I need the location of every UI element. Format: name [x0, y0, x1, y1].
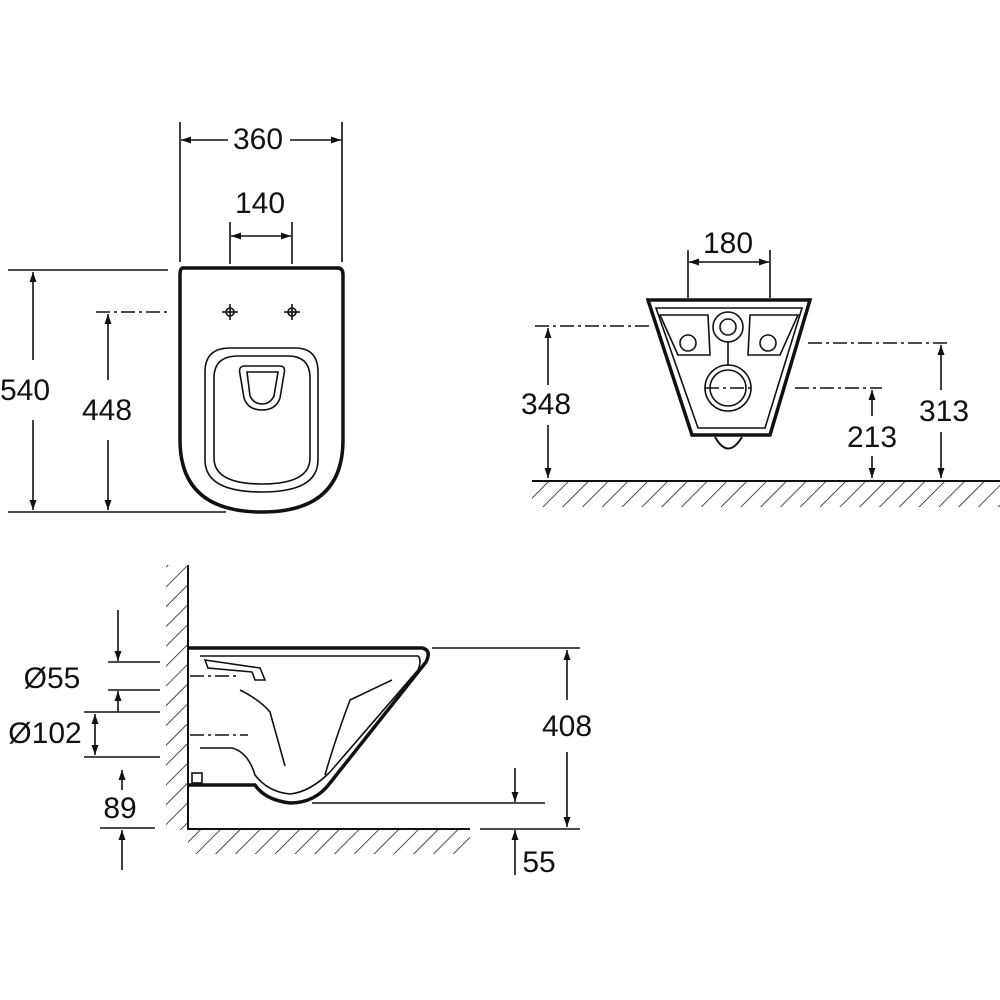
bowl-opening	[238, 365, 286, 411]
floor-hatching	[532, 481, 1000, 507]
dim-inlet-height: 313	[919, 395, 969, 428]
floor-hatching-side	[188, 830, 470, 854]
rear-view-outline	[645, 298, 813, 437]
dim-outlet-diameter: Ø102	[8, 717, 81, 750]
top-view-outline	[178, 266, 345, 514]
wall-hatching	[166, 565, 188, 830]
dim-outlet-center-height: 89	[103, 792, 136, 825]
top-view: 360 140 540 448	[0, 122, 345, 514]
rear-view: 180 348 213 313	[521, 227, 1000, 507]
seat-opening	[204, 347, 319, 493]
side-view: Ø55 Ø102 89 408 55	[8, 565, 592, 879]
fixing-hole-right	[284, 304, 300, 320]
dim-fixing-height: 348	[521, 388, 571, 421]
dim-width-total: 360	[233, 123, 283, 156]
dim-length-total: 540	[0, 374, 50, 407]
dim-total-height: 408	[542, 710, 592, 743]
dim-hole-spacing: 140	[235, 187, 285, 220]
side-view-outline	[188, 646, 430, 805]
dim-fixing-spacing: 180	[703, 227, 753, 260]
fixing-hole-left	[222, 304, 238, 320]
dim-bowl-clearance: 55	[522, 846, 555, 879]
dim-hole-to-front: 448	[82, 394, 132, 427]
dim-outlet-height: 213	[847, 421, 897, 454]
dim-inlet-diameter: Ø55	[24, 662, 81, 695]
